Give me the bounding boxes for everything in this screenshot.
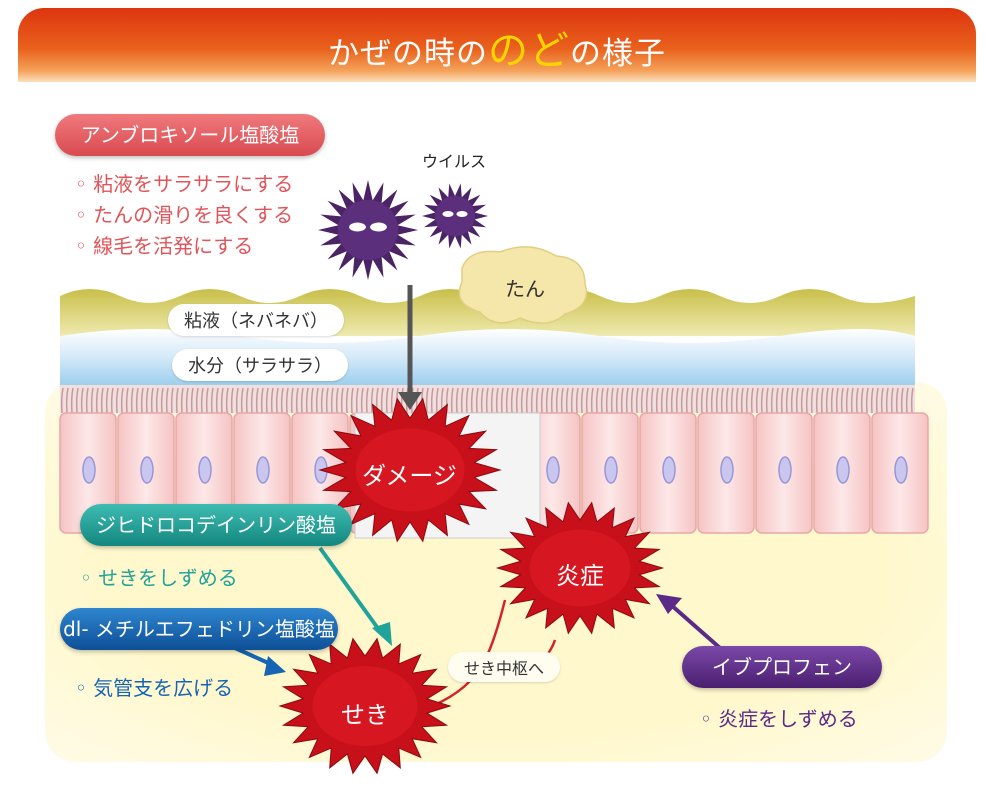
damage-label: ダメージ [362,462,457,490]
cell-nucleus [720,456,734,484]
cell-nucleus [894,456,908,484]
virus-arrow-head [398,392,422,410]
cell-nucleus [198,456,212,484]
virus-label: ウイルス [422,152,487,171]
title-part-2: の様子 [570,36,666,72]
title-emphasis: のど [488,28,570,74]
virus-small-icon [422,183,488,249]
ambroxol-effect-3: ◦ 線毛を活発にする [75,234,254,258]
antitussive-arrow [318,546,384,636]
ambroxol-pill: アンブロキソール塩酸塩 [55,114,325,156]
virus-large-icon [318,180,418,280]
cell-nucleus [140,456,154,484]
cell-nucleus [778,456,792,484]
damage-burst [318,397,502,543]
water-label: 水分（サラサラ） [172,349,348,381]
anti-inflammatory-arrow-head [656,594,682,614]
ambroxol-effect-2: ◦ たんの滑りを良くする [75,203,294,227]
dihydrocodeine-pill: ジヒドロコデインリン酸塩 [80,504,352,546]
cell-nucleus [256,456,270,484]
phlegm-blob [458,246,588,324]
cough-burst [278,637,452,775]
methylephedrine-pill: dl- メチルエフェドリン塩酸塩 [60,608,338,650]
cell-nucleus [604,456,618,484]
cell-nucleus [82,456,96,484]
title-bar [18,8,976,82]
mucus-label: 粘液（ネバネバ） [168,304,344,336]
cilia [60,387,914,414]
cell-nucleus [836,456,850,484]
inflammation-burst [495,501,665,635]
methylephedrine-effect: ◦ 気管支を広げる [75,676,234,700]
phlegm-label: たん [505,277,545,301]
page-title: かぜの時ののどの様子 [0,18,994,76]
ibuprofen-pill: イブプロフェン [682,646,882,688]
ibuprofen-effect: ◦ 炎症をしずめる [700,707,858,731]
cell-nucleus [662,456,676,484]
inflammation-label: 炎症 [556,562,604,590]
cough-label: せき [341,701,389,729]
anti-inflammatory-arrow [668,602,722,650]
bronchodilator-arrow-head [264,656,286,676]
cough-center-label: せき中枢へ [448,652,561,682]
cell-nucleus [546,456,560,484]
ambroxol-effect-1: ◦ 粘液をサラサラにする [75,172,294,196]
antitussive-arrow-head [372,622,392,646]
dihydrocodeine-effect: ◦ せきをしずめる [80,566,238,590]
title-part-1: かぜの時の [328,36,488,72]
